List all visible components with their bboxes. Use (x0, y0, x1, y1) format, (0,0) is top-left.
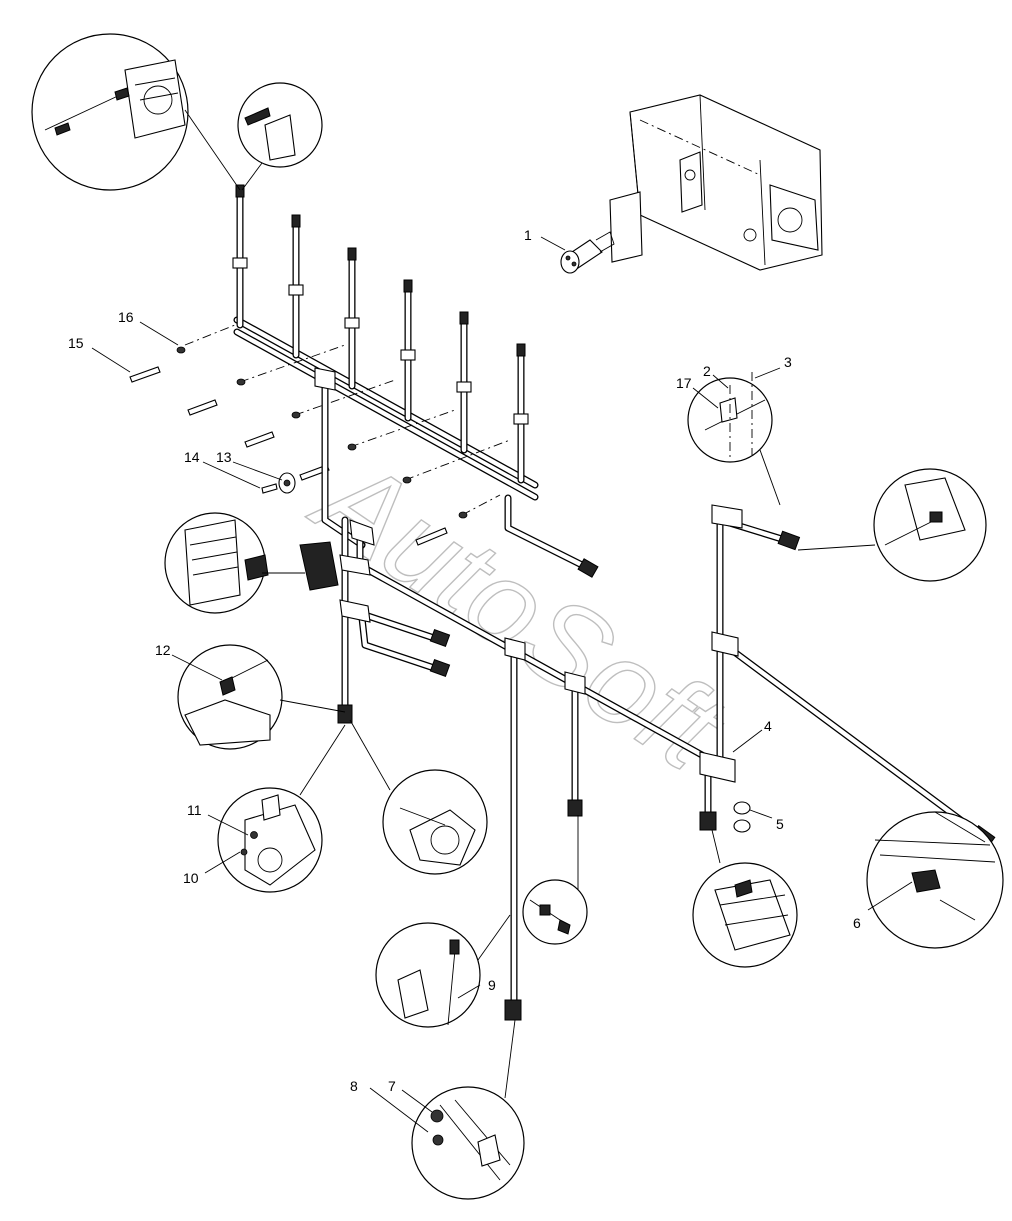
detail-7-8 (411, 1019, 525, 1200)
callout-numbers: 1 2 3 4 5 6 7 8 9 10 11 12 13 14 15 16 1… (68, 227, 861, 1094)
label-4: 4 (764, 718, 772, 734)
label-13: 13 (216, 449, 232, 465)
label-15: 15 (68, 335, 84, 351)
clips-5 (733, 801, 751, 833)
detail-pump (692, 829, 798, 968)
label-2: 2 (703, 363, 711, 379)
detail-2-3-17 (687, 372, 781, 506)
injector-leads (236, 191, 525, 484)
connector-plug-1 (560, 231, 615, 274)
label-9: 9 (488, 977, 496, 993)
label-5: 5 (776, 816, 784, 832)
label-1: 1 (524, 227, 532, 243)
injector-rail-harness (233, 316, 592, 572)
label-3: 3 (784, 354, 792, 370)
mounting-bolts (129, 324, 511, 546)
control-module (609, 94, 823, 271)
detail-ecu (164, 512, 305, 614)
label-8: 8 (350, 1078, 358, 1094)
label-leaders (91, 236, 913, 1133)
detail-top-mid (237, 82, 323, 191)
label-14: 14 (184, 449, 200, 465)
label-10: 10 (183, 870, 199, 886)
detail-right-mid (797, 468, 987, 582)
sensor-13 (261, 472, 296, 494)
washer-10 (240, 848, 248, 856)
label-7: 7 (388, 1078, 396, 1094)
label-11: 11 (187, 802, 202, 818)
label-12: 12 (155, 642, 171, 658)
injector-connectors (232, 184, 599, 578)
detail-9 (375, 914, 511, 1028)
detail-6 (866, 811, 1004, 949)
detail-10-11 (217, 724, 346, 893)
detail-sensor (522, 815, 588, 945)
label-6: 6 (853, 915, 861, 931)
detail-12 (177, 644, 346, 750)
nut-11 (250, 831, 258, 839)
harness-junctions (314, 367, 743, 783)
detail-throttle (349, 719, 488, 875)
label-16: 16 (118, 309, 134, 325)
label-17: 17 (676, 375, 692, 391)
detail-top-left (31, 33, 241, 191)
